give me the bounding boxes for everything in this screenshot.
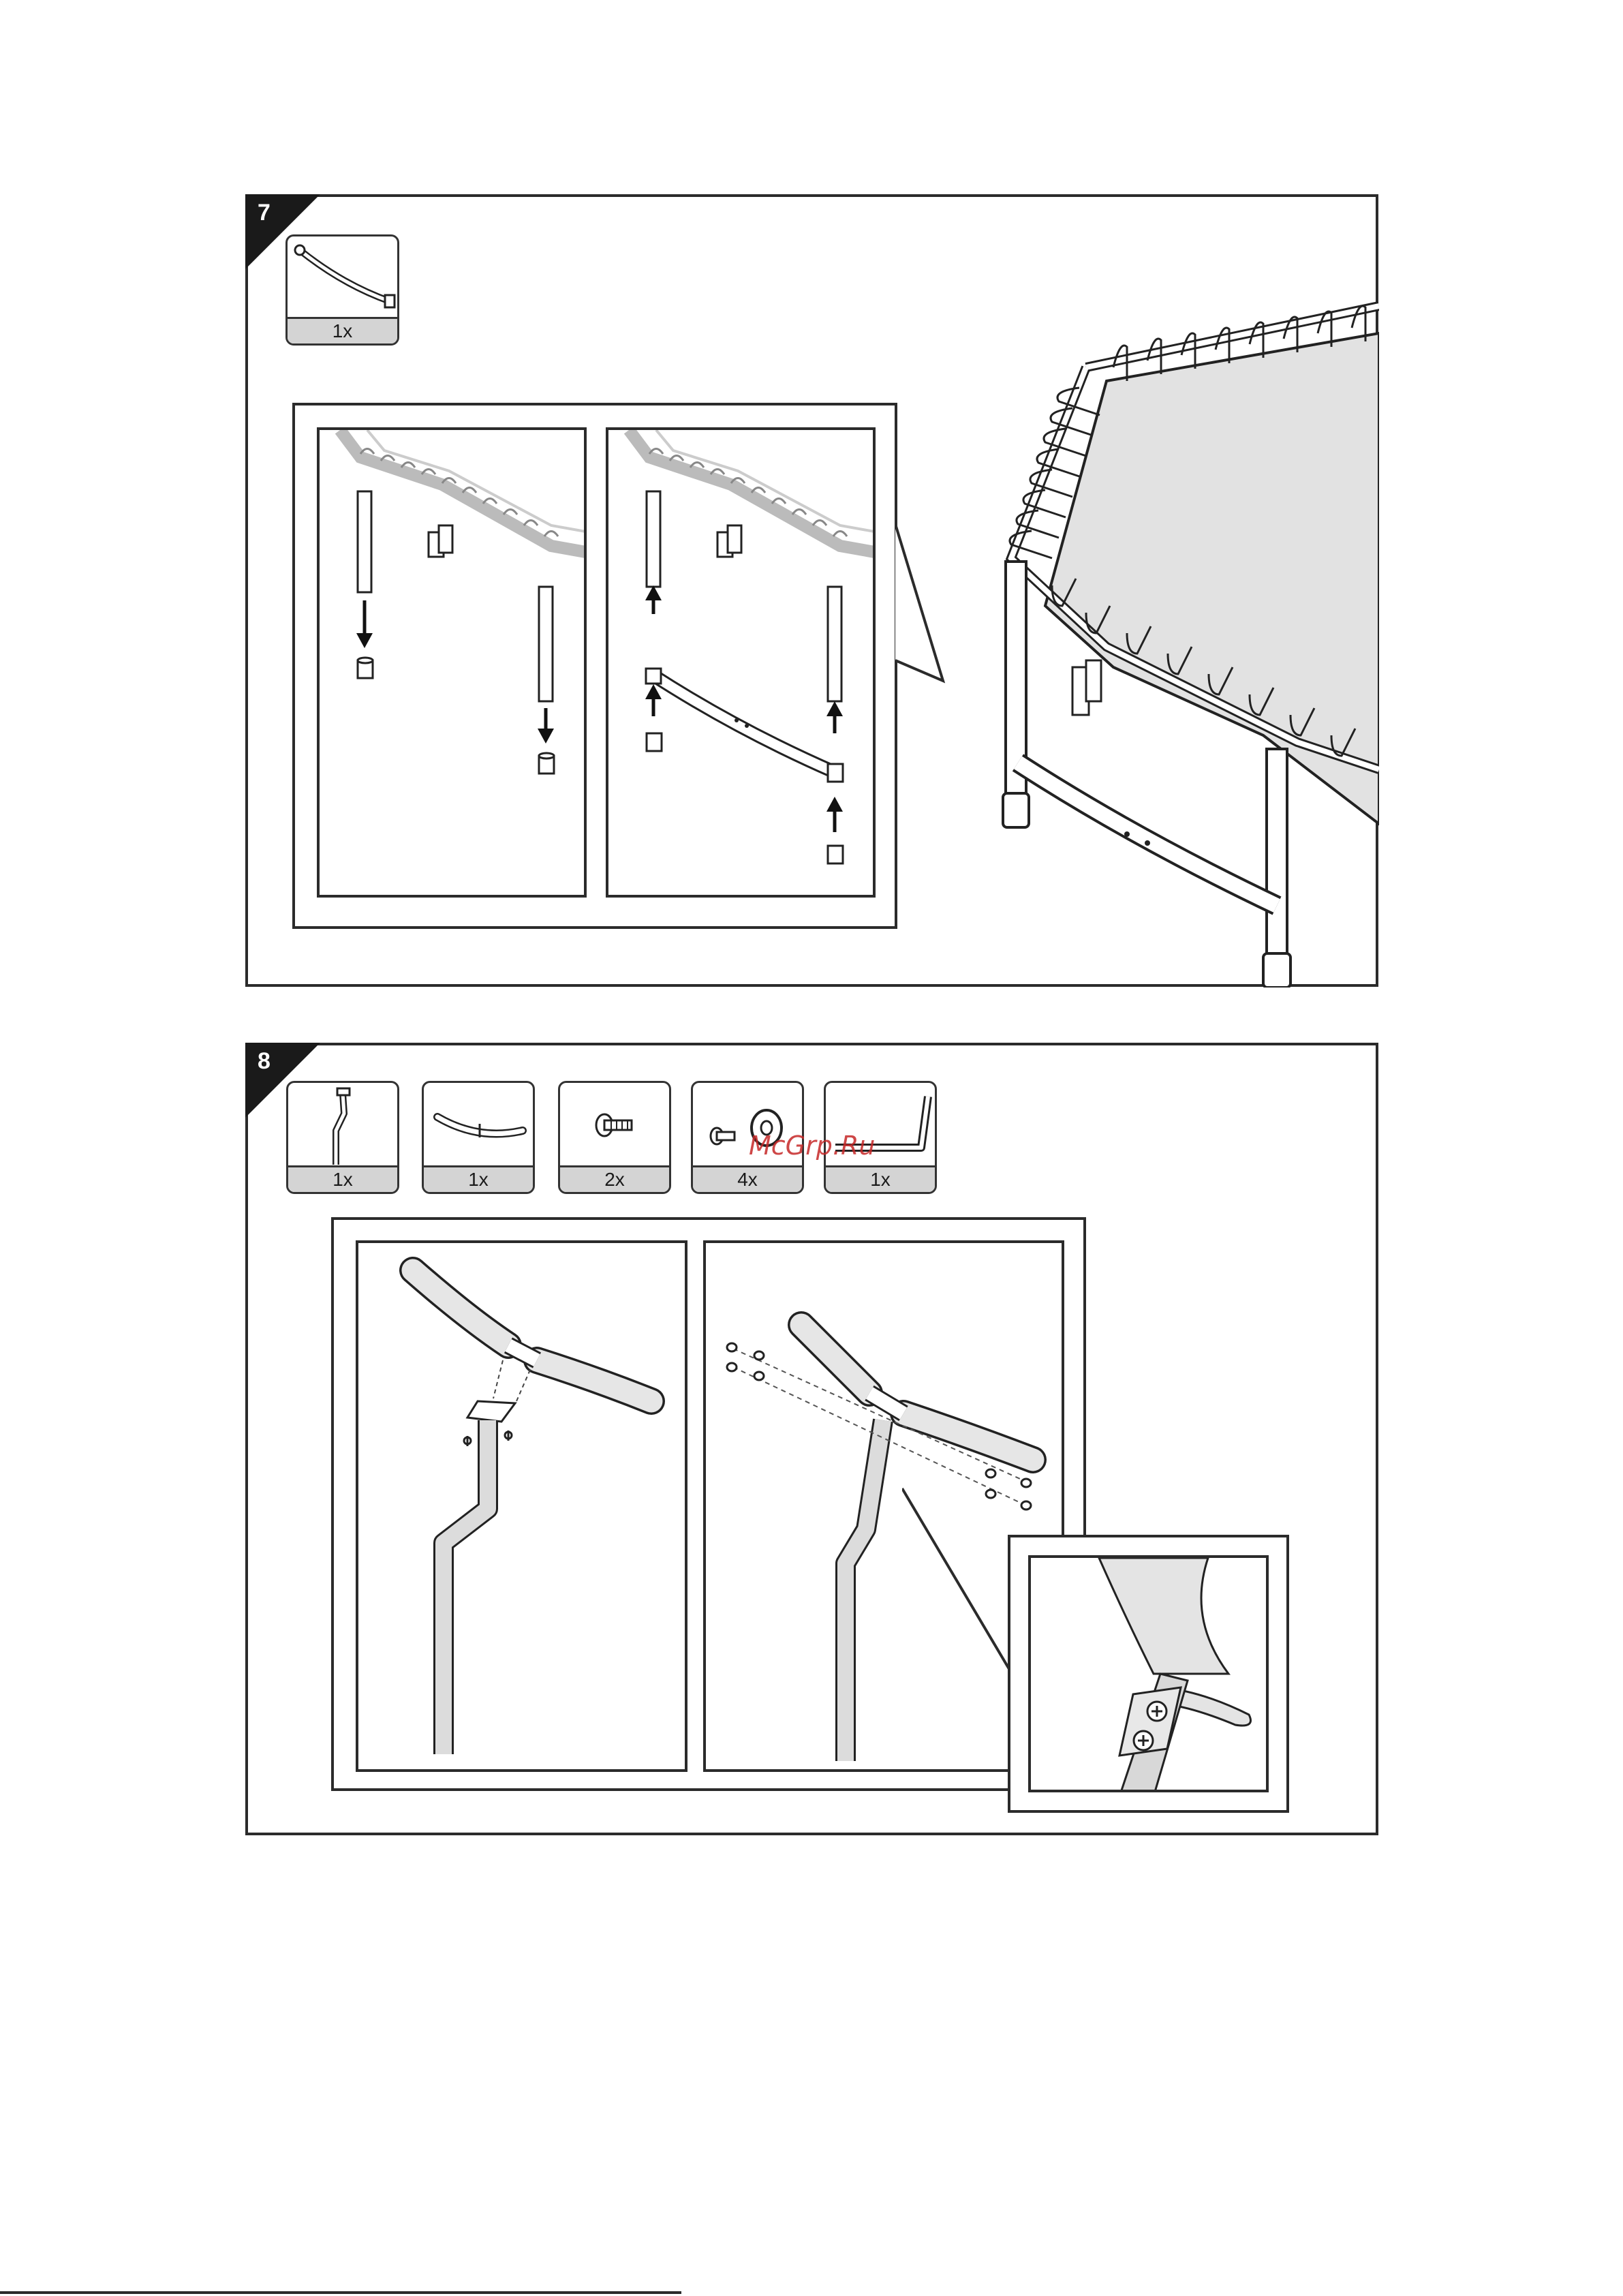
part-handlebar-post: 1x <box>286 1081 399 1194</box>
part-bolt: 2x <box>558 1081 671 1194</box>
watermark: McGrp.Ru <box>749 1131 875 1161</box>
part-quantity: 1x <box>288 317 397 343</box>
bolt-icon <box>560 1083 671 1172</box>
part-quantity: 2x <box>560 1165 669 1192</box>
detail-panel-remove-feet <box>317 427 587 898</box>
zoom-inset-panel <box>1028 1555 1269 1792</box>
part-quantity: 1x <box>826 1165 935 1192</box>
part-crossbar: 1x <box>285 234 399 346</box>
handlebar-grip-icon <box>424 1083 535 1172</box>
footer-rule <box>0 2291 681 2294</box>
curved-crossbar-icon <box>288 236 399 325</box>
detail-panel-attach-crossbar <box>606 427 876 898</box>
attach-crossbar-illustration <box>608 430 876 898</box>
trampoline-overview <box>970 292 1379 988</box>
step-number: 8 <box>258 1048 270 1075</box>
part-quantity: 4x <box>693 1165 802 1192</box>
bolt-closeup-illustration <box>1031 1558 1269 1792</box>
trampoline-illustration <box>970 292 1379 988</box>
part-quantity: 1x <box>424 1165 533 1192</box>
detail-panel-insert-grip <box>356 1240 687 1772</box>
step-8-section: 8 1x 1x 2x 4x <box>245 1043 1378 1835</box>
part-quantity: 1x <box>288 1165 397 1192</box>
step-7-section: 7 1x <box>245 194 1378 987</box>
step-number: 7 <box>258 200 270 226</box>
remove-feet-illustration <box>320 430 587 898</box>
handlebar-post-icon <box>288 1083 399 1172</box>
part-handlebar-grip: 1x <box>422 1081 535 1194</box>
insert-grip-illustration <box>358 1243 687 1772</box>
